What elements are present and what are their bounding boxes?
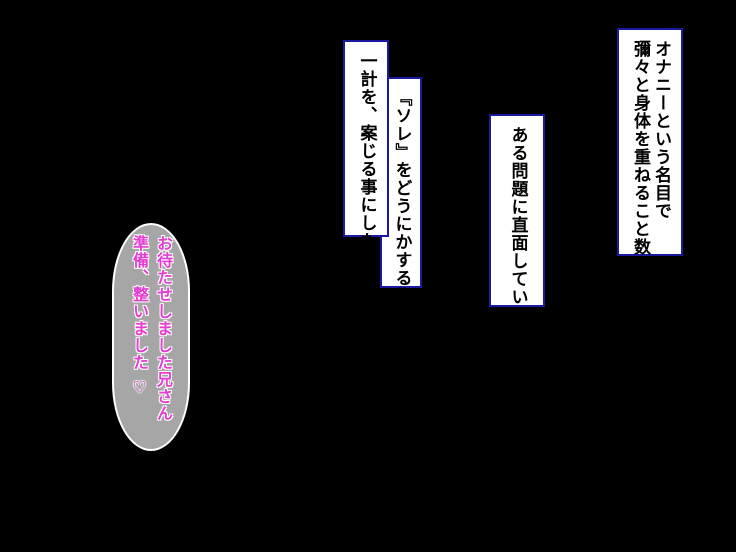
narration-box-4: 一計を、案じる事にした <box>343 40 389 250</box>
speech-bubble: お待たせしました兄さん 準備、整いました ♡ <box>112 223 190 451</box>
narration-box-1: オナニーという名目で 彌々と身体を重ねること数日 <box>617 28 683 274</box>
narration-line: 一計を、案じる事にした <box>356 52 377 250</box>
narration-line: オナニーという名目で <box>651 40 671 220</box>
narration-box-2: ある問題に直面していた <box>489 114 545 324</box>
narration-line: 『ソレ』をどうにかする為に <box>391 89 412 323</box>
dialogue-line: 準備、整いました ♡ <box>130 235 149 398</box>
narration-line: ある問題に直面していた <box>507 126 528 324</box>
narration-line: 彌々と身体を重ねること数日 <box>630 40 650 274</box>
dialogue-line: お待たせしました兄さん <box>154 235 173 422</box>
